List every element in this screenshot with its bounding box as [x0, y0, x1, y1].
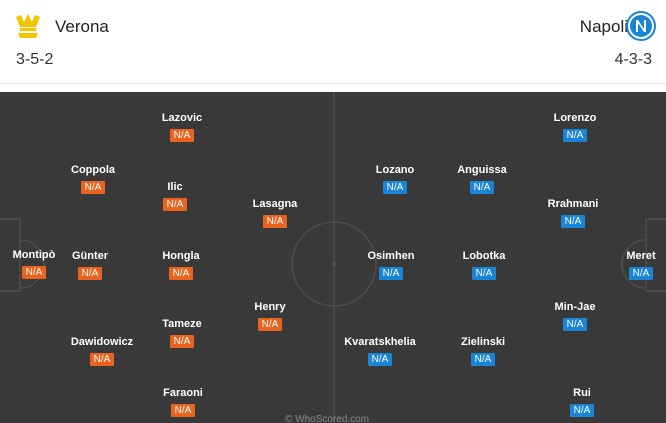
player-rating-badge: N/A: [168, 267, 194, 280]
player-name: Min-Jae: [554, 301, 596, 313]
player-rating-badge: N/A: [470, 353, 496, 366]
player-name: Tameze: [162, 318, 202, 330]
player-rating-badge: N/A: [378, 267, 404, 280]
away-team-name[interactable]: Napoli: [579, 17, 628, 36]
player-rui[interactable]: Rui N/A: [537, 387, 627, 418]
whoscored-watermark: © WhoScored.com: [285, 414, 370, 423]
player-tameze[interactable]: Tameze N/A: [137, 318, 227, 349]
home-formation: 3-5-2: [16, 51, 54, 68]
player-dawidowicz[interactable]: Dawidowicz N/A: [57, 336, 147, 367]
player-rating-badge: N/A: [89, 353, 115, 366]
player-name: Dawidowicz: [70, 336, 134, 348]
player-rating-badge: N/A: [628, 267, 654, 280]
player-name: Lasagna: [252, 198, 298, 210]
player-name: Lorenzo: [553, 112, 597, 124]
player-name: Hongla: [162, 250, 200, 262]
player-henry[interactable]: Henry N/A: [225, 301, 315, 332]
player-min-jae[interactable]: Min-Jae N/A: [530, 301, 620, 332]
player-rrahmani[interactable]: Rrahmani N/A: [528, 198, 618, 229]
player-rating-badge: N/A: [569, 404, 595, 417]
player-gunter[interactable]: Günter N/A: [45, 250, 135, 281]
player-zielinski[interactable]: Zielinski N/A: [438, 336, 528, 367]
player-meret[interactable]: Meret N/A: [596, 250, 666, 281]
player-lazovic[interactable]: Lazovic N/A: [137, 112, 227, 143]
header-divider: [0, 83, 666, 84]
player-rating-badge: N/A: [21, 266, 47, 279]
player-rating-badge: N/A: [169, 129, 195, 142]
player-name: Lozano: [375, 164, 415, 176]
verona-crest-icon: [16, 14, 40, 38]
home-team-name[interactable]: Verona: [55, 17, 109, 36]
player-rating-badge: N/A: [170, 404, 196, 417]
player-rating-badge: N/A: [80, 181, 106, 194]
player-montipo[interactable]: Montipò N/A: [0, 249, 79, 280]
player-rating-badge: N/A: [262, 215, 288, 228]
player-rating-badge: N/A: [469, 181, 495, 194]
player-rating-badge: N/A: [257, 318, 283, 331]
pitch: Montipò N/A Coppola N/A Günter N/A Dawid…: [0, 92, 666, 423]
player-lasagna[interactable]: Lasagna N/A: [230, 198, 320, 229]
player-rating-badge: N/A: [77, 267, 103, 280]
player-name: Henry: [254, 301, 286, 313]
match-header: Verona 3-5-2 Napoli 4-3-3: [0, 0, 666, 92]
player-kvaratskhelia[interactable]: Kvaratskhelia N/A: [335, 336, 425, 367]
pitch-markings: [0, 92, 666, 423]
player-rating-badge: N/A: [471, 267, 497, 280]
player-name: Meret: [626, 250, 656, 262]
player-rating-badge: N/A: [562, 129, 588, 142]
player-faraoni[interactable]: Faraoni N/A: [138, 387, 228, 418]
player-rating-badge: N/A: [382, 181, 408, 194]
away-formation: 4-3-3: [614, 51, 652, 68]
player-name: Ilic: [167, 181, 183, 193]
player-name: Kvaratskhelia: [344, 336, 416, 348]
napoli-crest-icon: [626, 11, 656, 41]
player-ilic[interactable]: Ilic N/A: [130, 181, 220, 212]
player-rating-badge: N/A: [169, 335, 195, 348]
player-name: Günter: [71, 250, 109, 262]
player-hongla[interactable]: Hongla N/A: [136, 250, 226, 281]
player-name: Rrahmani: [547, 198, 599, 210]
player-name: Lobotka: [462, 250, 506, 262]
player-lozano[interactable]: Lozano N/A: [350, 164, 440, 195]
player-lobotka[interactable]: Lobotka N/A: [439, 250, 529, 281]
player-name: Osimhen: [367, 250, 415, 262]
player-rating-badge: N/A: [560, 215, 586, 228]
player-name: Coppola: [71, 164, 115, 176]
player-coppola[interactable]: Coppola N/A: [48, 164, 138, 195]
player-rating-badge: N/A: [562, 318, 588, 331]
player-name: Rui: [573, 387, 591, 399]
player-name: Lazovic: [161, 112, 203, 124]
player-name: Anguissa: [457, 164, 507, 176]
player-anguissa[interactable]: Anguissa N/A: [437, 164, 527, 195]
player-osimhen[interactable]: Osimhen N/A: [346, 250, 436, 281]
player-name: Zielinski: [460, 336, 506, 348]
player-rating-badge: N/A: [162, 198, 188, 211]
player-name: Montipò: [12, 249, 56, 261]
player-name: Faraoni: [163, 387, 203, 399]
player-rating-badge: N/A: [367, 353, 393, 366]
player-lorenzo[interactable]: Lorenzo N/A: [530, 112, 620, 143]
